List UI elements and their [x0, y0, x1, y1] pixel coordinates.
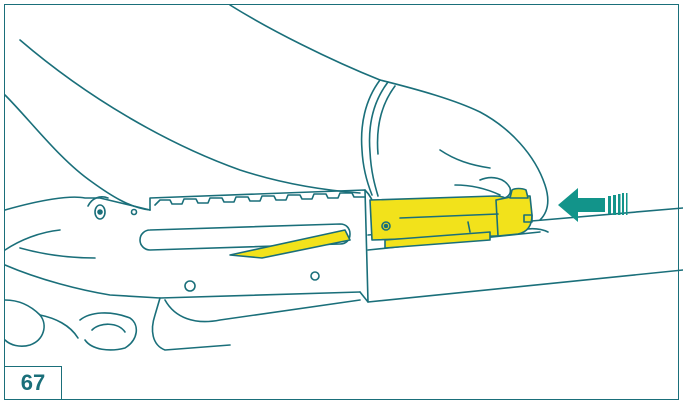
- left-hand: [5, 95, 150, 346]
- shotgun-body: [5, 190, 683, 350]
- figure-number-label: 67: [4, 366, 62, 400]
- arrow-left-icon: [558, 188, 628, 222]
